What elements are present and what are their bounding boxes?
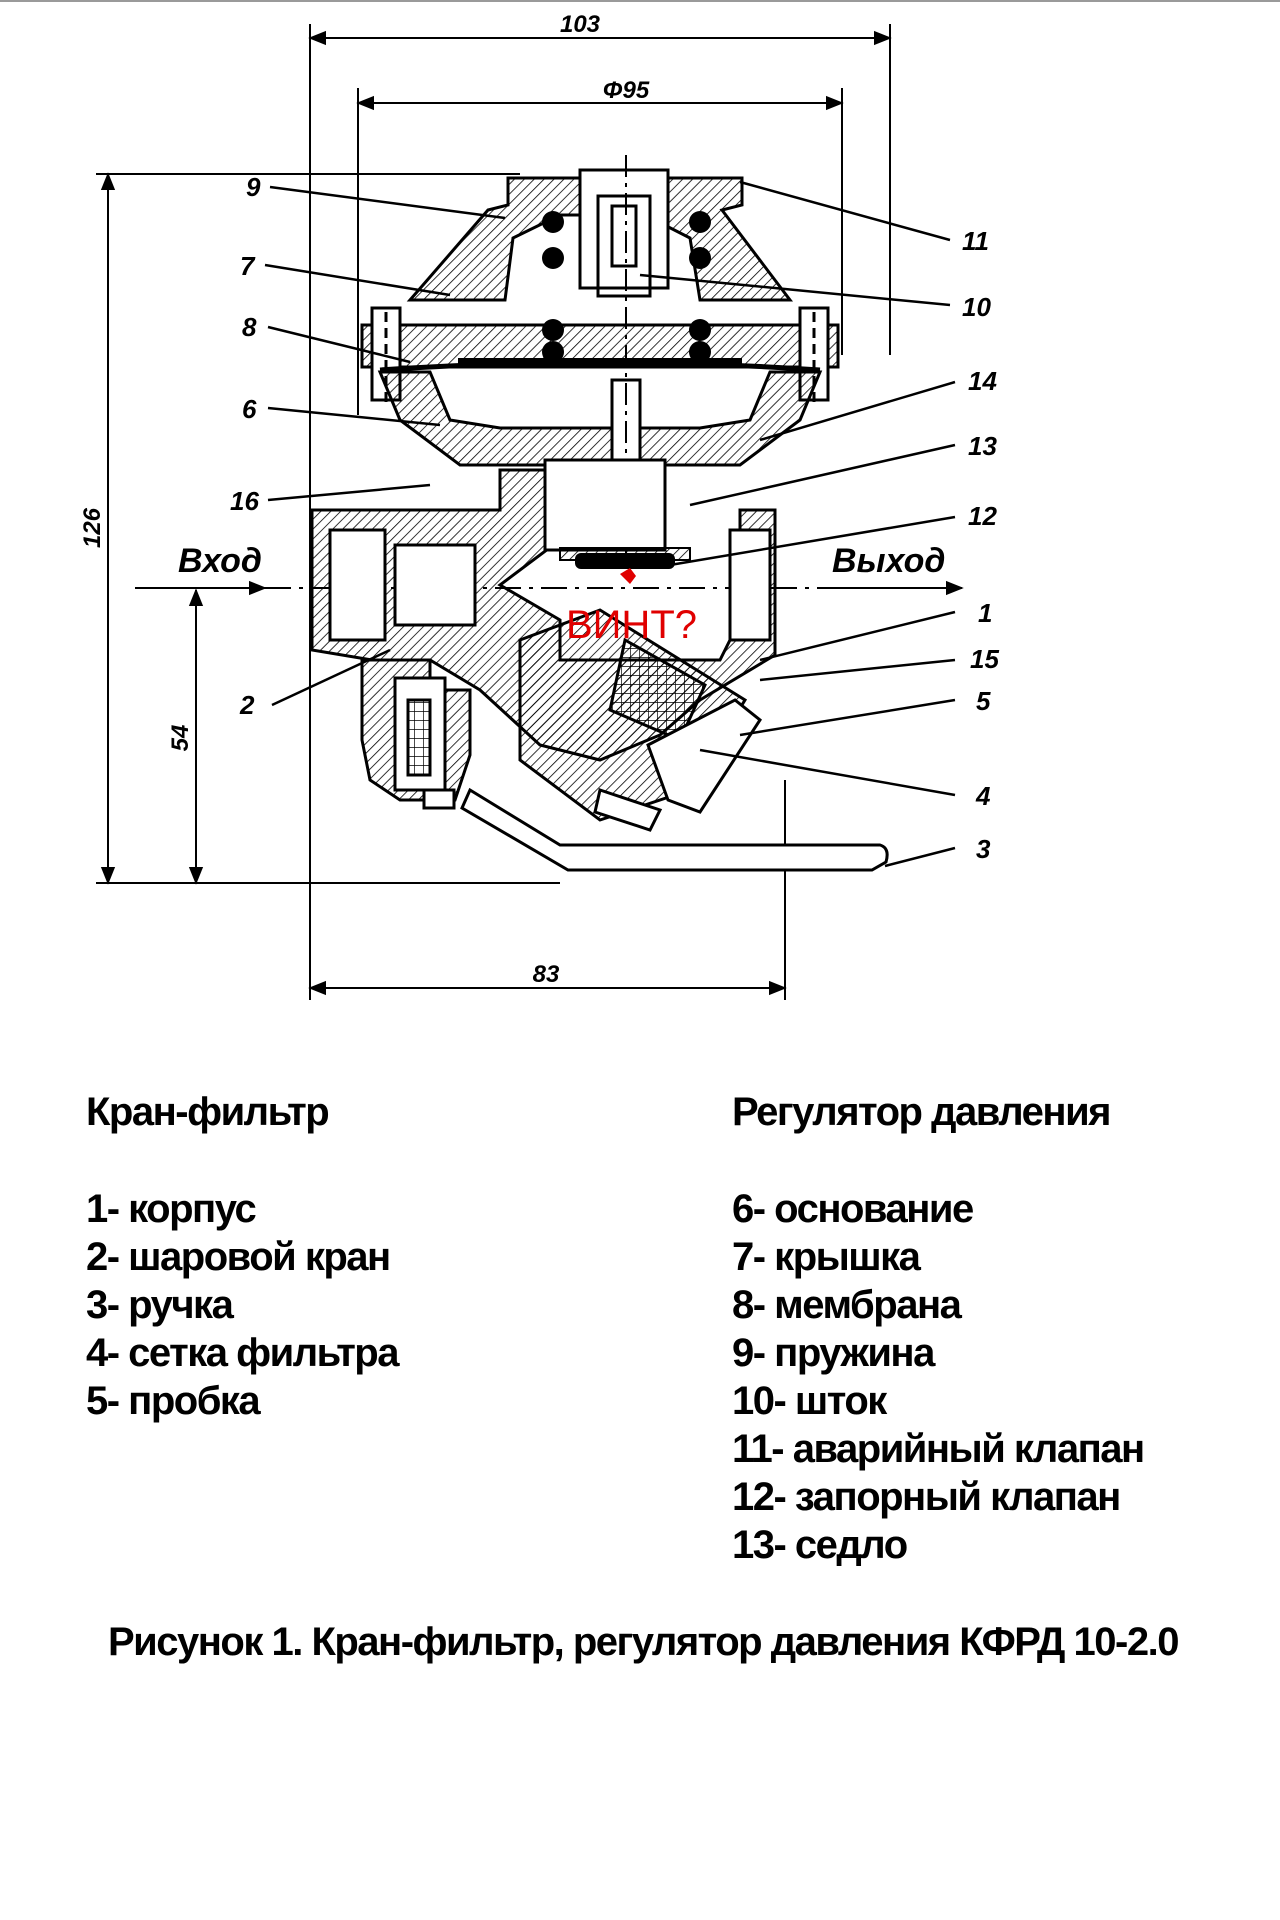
callout-15: 15 — [970, 644, 999, 674]
dim-top-diameter-label: Φ95 — [603, 77, 650, 104]
callout-leaders — [264, 180, 956, 868]
legend-filter-item: 2- шаровой кран — [86, 1235, 391, 1279]
legend-regulator-item: 11- аварийный клапан — [732, 1427, 1145, 1471]
dim-top-width-label: 103 — [560, 11, 601, 38]
callout-6: 6 — [242, 394, 257, 424]
legend-regulator-item: 9- пружина — [732, 1331, 935, 1375]
legend-regulator-item: 8- мембрана — [732, 1283, 962, 1327]
legend-regulator-item: 10- шток — [732, 1379, 887, 1423]
legend-regulator-item: 6- основание — [732, 1187, 974, 1231]
figure-caption: Рисунок 1. Кран-фильтр, регулятор давлен… — [108, 1620, 1179, 1664]
membrane-plate — [458, 358, 742, 368]
callout-13: 13 — [968, 431, 997, 461]
dimension-lines — [96, 24, 892, 1000]
valve-cross-section-drawing: 103 Φ95 126 54 83 Вход Выход — [79, 11, 999, 1000]
callout-4: 4 — [975, 781, 991, 811]
callout-11: 11 — [962, 226, 989, 256]
outlet-label: Выход — [832, 542, 945, 580]
legend-filter: Кран-фильтр 1- корпус 2- шаровой кран 3-… — [86, 1090, 399, 1425]
callout-2: 2 — [239, 690, 255, 720]
seat — [559, 547, 691, 561]
callout-16: 16 — [230, 486, 259, 516]
legend-regulator: Регулятор давления 6- основание 7- крышк… — [732, 1090, 1145, 1569]
legend-filter-item: 1- корпус — [86, 1187, 257, 1231]
legend-filter-item: 4- сетка фильтра — [86, 1331, 399, 1375]
regulator-base — [377, 370, 823, 467]
handle — [460, 787, 889, 872]
dim-height-label: 126 — [79, 507, 106, 548]
legend-filter-title: Кран-фильтр — [86, 1090, 330, 1134]
callout-9: 9 — [246, 172, 261, 202]
callout-14: 14 — [968, 366, 997, 396]
legend-filter-item: 5- пробка — [86, 1379, 261, 1423]
top-border-line — [0, 0, 1280, 2]
regulator-cover — [406, 168, 794, 302]
dim-bottom-width-label: 83 — [533, 961, 560, 988]
callout-1: 1 — [978, 598, 992, 628]
callout-10: 10 — [962, 292, 991, 322]
callout-8: 8 — [242, 312, 257, 342]
callout-5: 5 — [976, 686, 991, 716]
callout-7: 7 — [240, 251, 256, 281]
legend-regulator-item: 13- седло — [732, 1523, 908, 1567]
legend-filter-item: 3- ручка — [86, 1283, 234, 1327]
filter-housing — [518, 608, 763, 832]
annotation-mark — [620, 568, 636, 584]
legend-regulator-item: 12- запорный клапан — [732, 1475, 1121, 1519]
legend-regulator-item: 7- крышка — [732, 1235, 921, 1279]
ball-valve — [360, 658, 472, 810]
callout-12: 12 — [968, 501, 997, 531]
inlet-label: Вход — [178, 542, 262, 580]
annotation-text: ВИНТ? — [566, 603, 697, 647]
callout-3: 3 — [976, 834, 991, 864]
dim-center-height-label: 54 — [167, 725, 194, 752]
legend-regulator-title: Регулятор давления — [732, 1090, 1112, 1134]
